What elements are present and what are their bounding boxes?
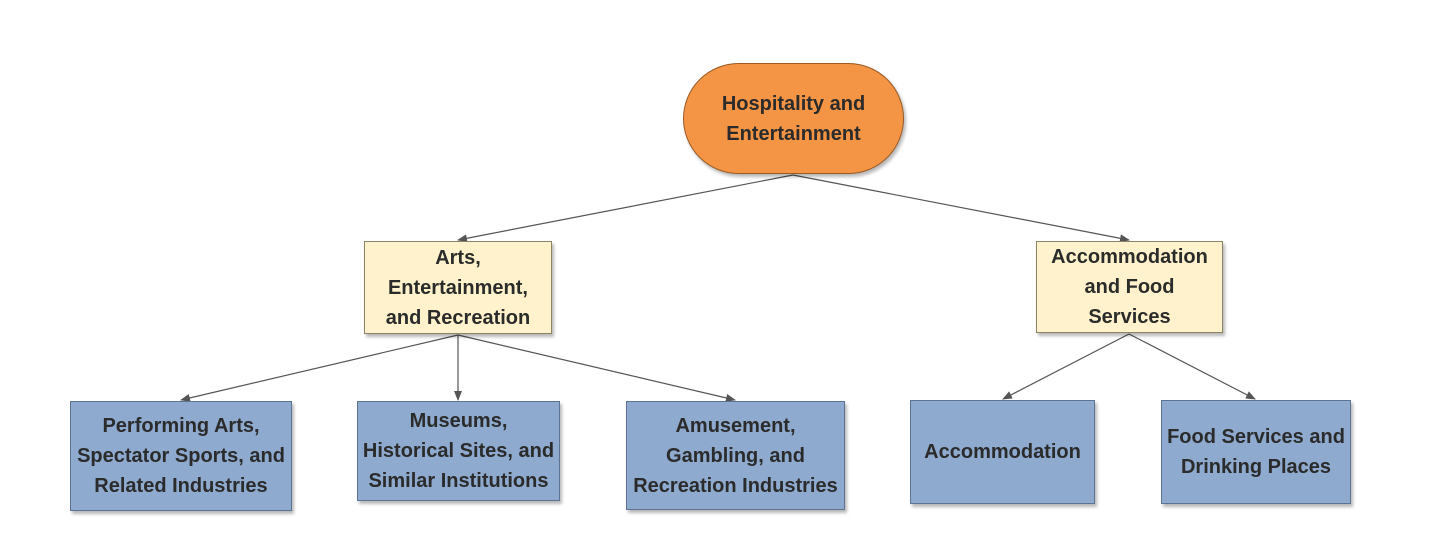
edge-accommodation-food-to-food-services [1128, 333, 1256, 400]
amusement-node-label: Amusement, Gambling, and Recreation Indu… [633, 414, 838, 497]
edge-root-to-accommodation-food [792, 174, 1130, 243]
leaf-node-accommodation: Accommodation [910, 400, 1095, 504]
leaf-node-performing-arts: Performing Arts, Spectator Sports, and R… [70, 401, 292, 511]
edge-arts-to-performing-arts [180, 334, 459, 402]
root-node-hospitality-entertainment: Hospitality and Entertainment [683, 63, 904, 174]
performing-arts-node-label: Performing Arts, Spectator Sports, and R… [77, 415, 285, 497]
category-node-accommodation-food-services: Accommodation and Food Services [1036, 241, 1223, 333]
leaf-node-museums: Museums, Historical Sites, and Similar I… [357, 401, 560, 501]
edge-accommodation-food-to-accommodation [1002, 333, 1130, 400]
leaf-node-food-services: Food Services and Drinking Places [1161, 400, 1351, 504]
accommodation-food-node-label: Accommodation and Food Services [1051, 246, 1208, 328]
arts-node-label: Arts, Entertainment, and Recreation [385, 246, 531, 329]
food-services-node-label: Food Services and Drinking Places [1167, 426, 1345, 478]
accommodation-node-label: Accommodation [924, 441, 1081, 463]
root-node-label: Hospitality and Entertainment [721, 92, 866, 145]
edge-arts-to-amusement [457, 334, 736, 402]
edge-root-to-arts [457, 174, 794, 243]
category-node-arts-entertainment-recreation: Arts, Entertainment, and Recreation [364, 241, 552, 334]
museums-node-label: Museums, Historical Sites, and Similar I… [362, 410, 555, 492]
leaf-node-amusement: Amusement, Gambling, and Recreation Indu… [626, 401, 845, 510]
